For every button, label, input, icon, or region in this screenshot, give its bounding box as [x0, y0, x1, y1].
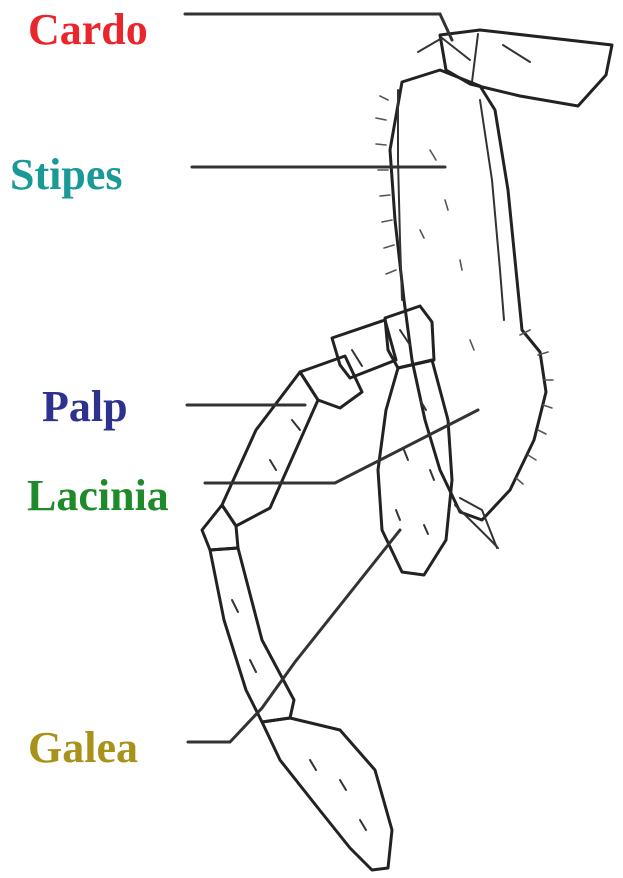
cardo-shape: [418, 30, 612, 106]
galea-leader: [188, 530, 400, 742]
lacinia-leader: [205, 410, 478, 483]
palp-shape: [202, 306, 434, 550]
galea-shape: [210, 548, 392, 870]
cardo-label: Cardo: [28, 8, 148, 52]
stipes-label: Stipes: [10, 153, 122, 197]
palp-label: Palp: [42, 385, 128, 429]
galea-label: Galea: [28, 726, 138, 770]
lacinia-label: Lacinia: [27, 474, 169, 518]
cardo-leader: [185, 14, 452, 40]
